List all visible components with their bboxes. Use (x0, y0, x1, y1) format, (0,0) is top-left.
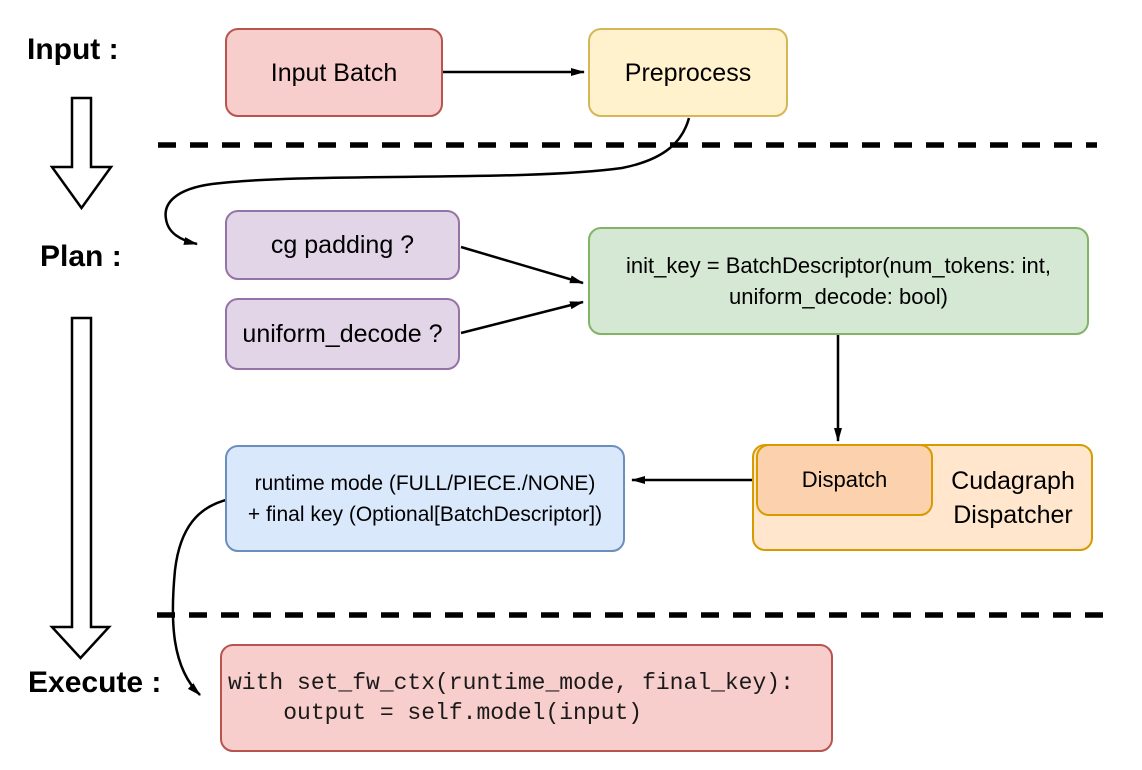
cudagraph-label-line2: Dispatcher (953, 500, 1073, 529)
node-input-batch: Input Batch (225, 28, 443, 117)
node-runtime-mode-line1: runtime mode (FULL/PIECE./NONE) (254, 471, 596, 495)
execute-code-line1: with set_fw_ctx(runtime_mode, final_key)… (228, 670, 794, 696)
arrow-uniformdecode-to-initkey (460, 300, 584, 335)
node-init-key-line2: uniform_decode: bool) (729, 284, 948, 309)
hollow-arrow-input-to-plan (49, 96, 114, 211)
node-init-key-line1: init_key = BatchDescriptor(num_tokens: i… (626, 253, 1051, 278)
execute-code-line2: output = self.model(input) (228, 700, 643, 726)
node-uniform-decode-label: uniform_decode ? (242, 320, 443, 348)
arrow-preprocess-to-cgpadding (164, 117, 691, 246)
node-uniform-decode: uniform_decode ? (225, 298, 460, 370)
node-cg-padding-label: cg padding ? (270, 231, 415, 259)
stage-label-input: Input : (27, 33, 119, 66)
hollow-arrow-plan-to-execute (49, 316, 112, 660)
cudagraph-label-line1: Cudagraph (951, 466, 1075, 495)
arrow-cgpadding-to-initkey (460, 245, 584, 285)
node-preprocess: Preprocess (588, 28, 788, 117)
node-input-batch-label: Input Batch (270, 58, 398, 87)
node-init-key: init_key = BatchDescriptor(num_tokens: i… (588, 227, 1089, 335)
node-preprocess-label: Preprocess (624, 58, 752, 87)
arrow-runtimemode-to-execute (171, 497, 231, 696)
stage-label-execute: Execute : (28, 666, 162, 699)
node-runtime-mode-line2: + final key (Optional[BatchDescriptor]) (247, 502, 603, 526)
node-cudagraph-dispatcher-label: Cudagraph Dispatcher (933, 444, 1093, 551)
node-execute-code: with set_fw_ctx(runtime_mode, final_key)… (220, 644, 833, 752)
node-cg-padding: cg padding ? (225, 210, 460, 280)
node-runtime-mode: runtime mode (FULL/PIECE./NONE) + final … (225, 445, 625, 552)
node-dispatch: Dispatch (756, 444, 933, 516)
node-dispatch-label: Dispatch (801, 466, 888, 492)
stage-label-plan: Plan : (40, 240, 122, 273)
